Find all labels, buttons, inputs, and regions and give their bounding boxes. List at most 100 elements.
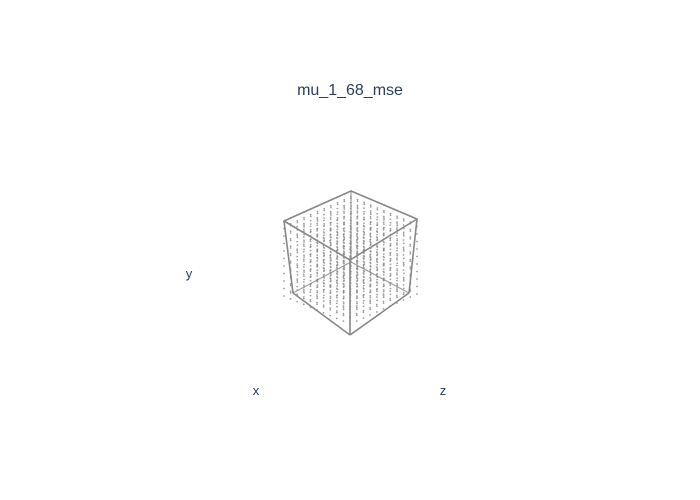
scatter-point[interactable]: [382, 263, 385, 265]
scatter-point[interactable]: [335, 317, 338, 320]
scatter-point[interactable]: [289, 237, 292, 240]
scatter-point[interactable]: [363, 228, 365, 230]
scatter-point[interactable]: [342, 271, 345, 273]
scatter-point[interactable]: [323, 207, 325, 210]
scatter-point[interactable]: [342, 235, 345, 238]
scatter-point[interactable]: [316, 269, 319, 271]
scatter-point[interactable]: [356, 235, 358, 238]
scatter-point[interactable]: [356, 295, 358, 297]
scatter-point[interactable]: [303, 241, 305, 243]
scatter-point[interactable]: [309, 215, 312, 218]
scatter-point[interactable]: [416, 255, 418, 258]
scatter-point[interactable]: [383, 209, 385, 212]
scatter-point[interactable]: [382, 240, 385, 243]
scatter-point[interactable]: [362, 264, 365, 267]
scatter-point[interactable]: [382, 293, 385, 295]
scatter-point[interactable]: [283, 250, 285, 252]
scatter-point[interactable]: [342, 308, 345, 311]
scatter-point[interactable]: [342, 227, 345, 230]
scatter-point[interactable]: [342, 290, 345, 293]
scatter-point[interactable]: [396, 272, 398, 274]
scatter-point[interactable]: [396, 268, 398, 270]
scatter-point[interactable]: [336, 270, 338, 272]
scatter-point[interactable]: [355, 290, 358, 292]
scatter-point[interactable]: [376, 254, 378, 257]
scatter-point[interactable]: [362, 287, 365, 289]
scatter-point[interactable]: [303, 230, 305, 233]
scatter-point[interactable]: [289, 284, 292, 287]
scatter-point[interactable]: [296, 263, 299, 265]
scatter-point[interactable]: [296, 244, 299, 246]
scatter-point[interactable]: [389, 275, 392, 277]
scatter-point[interactable]: [396, 294, 398, 297]
scatter-point[interactable]: [342, 267, 345, 270]
scatter-point[interactable]: [376, 216, 379, 219]
scatter-point[interactable]: [336, 311, 338, 314]
scatter-point[interactable]: [396, 221, 398, 224]
scatter-point[interactable]: [336, 240, 338, 242]
scatter-point[interactable]: [316, 250, 318, 253]
scatter-point[interactable]: [336, 225, 338, 227]
scatter-point[interactable]: [369, 217, 372, 220]
scatter-point[interactable]: [356, 204, 359, 207]
scatter-point[interactable]: [389, 227, 392, 230]
scatter-point[interactable]: [316, 216, 319, 219]
scatter-point[interactable]: [382, 268, 385, 270]
scatter-point[interactable]: [409, 252, 412, 255]
scatter-point[interactable]: [362, 260, 365, 263]
scatter-point[interactable]: [369, 206, 372, 208]
scatter-point[interactable]: [383, 219, 385, 221]
scatter-point[interactable]: [343, 208, 346, 210]
scatter-point[interactable]: [322, 236, 325, 239]
scatter-point[interactable]: [369, 300, 372, 303]
scatter-point[interactable]: [362, 257, 365, 259]
scatter-point[interactable]: [409, 266, 412, 268]
scatter-point[interactable]: [329, 224, 332, 226]
scatter-point[interactable]: [316, 220, 319, 222]
scatter-point[interactable]: [369, 227, 372, 230]
scatter-point[interactable]: [402, 280, 405, 282]
scatter-point[interactable]: [303, 216, 305, 219]
scatter-point[interactable]: [382, 253, 385, 256]
scatter-point[interactable]: [355, 260, 358, 262]
scatter-point[interactable]: [309, 238, 312, 241]
scatter-point[interactable]: [389, 212, 392, 215]
scatter-point[interactable]: [342, 275, 345, 278]
scatter-point[interactable]: [342, 229, 345, 232]
scatter-point[interactable]: [323, 234, 325, 237]
scatter-point[interactable]: [329, 216, 332, 219]
scatter-point[interactable]: [316, 218, 319, 221]
scatter-point[interactable]: [283, 272, 285, 275]
scatter-point[interactable]: [309, 223, 312, 225]
scatter-point[interactable]: [335, 280, 338, 282]
scatter-point[interactable]: [322, 261, 325, 263]
scatter-point[interactable]: [362, 242, 365, 244]
scatter-point[interactable]: [369, 229, 372, 232]
scatter-point[interactable]: [329, 241, 332, 244]
scatter-point[interactable]: [329, 229, 332, 232]
scatter-point[interactable]: [296, 264, 299, 267]
scatter-point[interactable]: [283, 242, 285, 245]
scatter-point[interactable]: [376, 299, 378, 302]
scatter-point[interactable]: [362, 311, 365, 314]
scatter-point[interactable]: [329, 308, 332, 311]
scatter-point[interactable]: [342, 292, 345, 294]
scatter-point[interactable]: [382, 285, 385, 288]
scatter-point[interactable]: [402, 287, 405, 290]
scatter-point[interactable]: [355, 275, 358, 277]
scatter-point[interactable]: [402, 284, 405, 286]
scatter-point[interactable]: [329, 222, 332, 225]
scatter-point[interactable]: [409, 260, 412, 263]
scatter-point[interactable]: [369, 254, 371, 256]
scatter-point[interactable]: [303, 245, 305, 248]
scatter-point[interactable]: [356, 207, 359, 210]
scatter-point[interactable]: [322, 281, 325, 284]
scatter-point[interactable]: [363, 207, 365, 210]
scatter-point[interactable]: [342, 239, 345, 242]
scatter-point[interactable]: [389, 239, 392, 242]
scatter-point[interactable]: [316, 249, 318, 251]
scatter-point[interactable]: [296, 300, 299, 303]
scatter-point[interactable]: [303, 260, 305, 262]
scatter-point[interactable]: [369, 259, 372, 261]
scatter-point[interactable]: [323, 228, 325, 231]
